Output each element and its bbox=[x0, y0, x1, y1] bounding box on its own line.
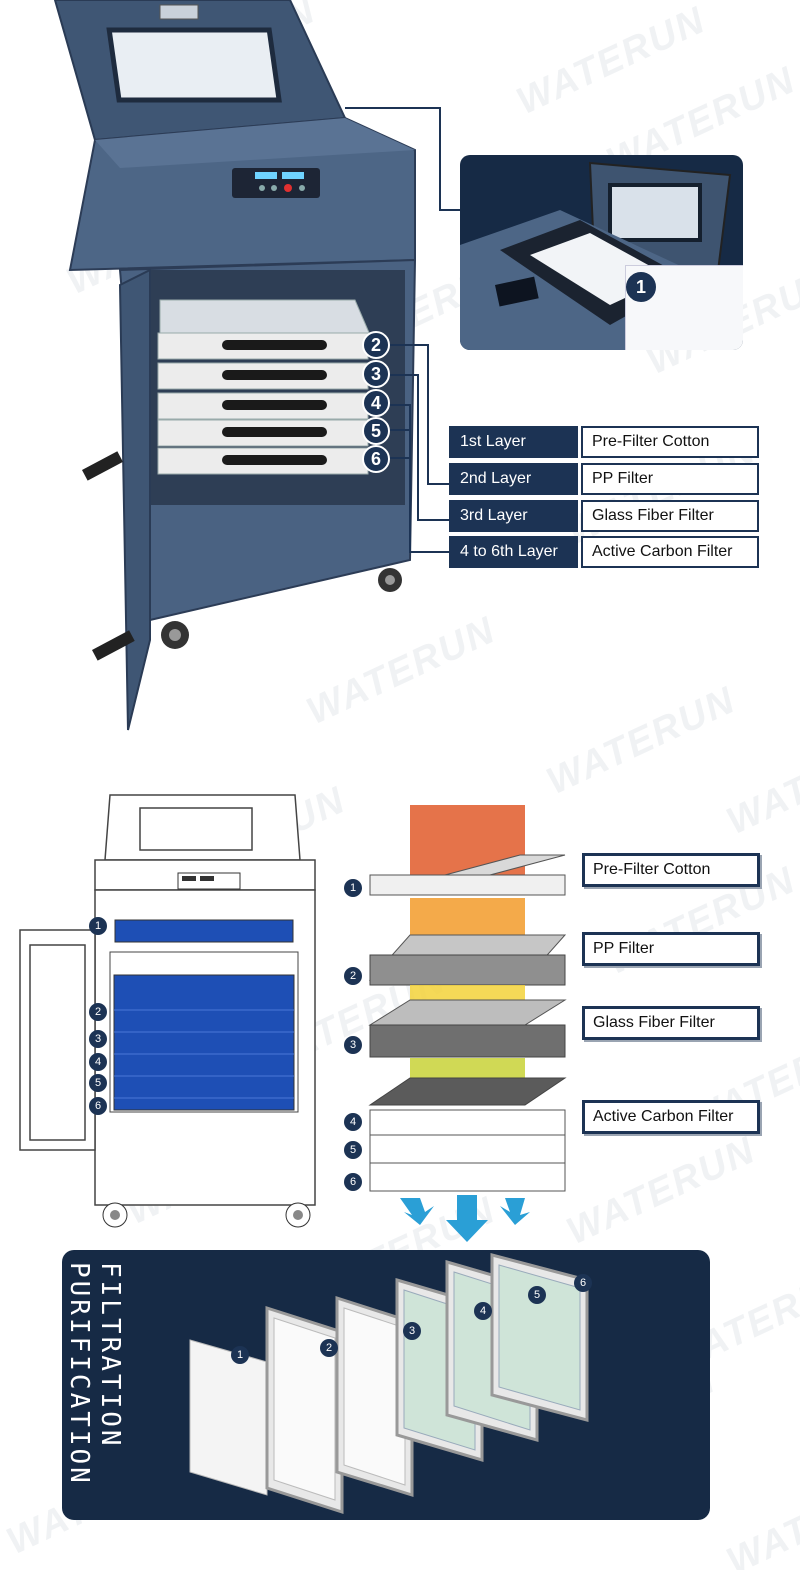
table-filter-cell: PP Filter bbox=[581, 463, 759, 495]
diagram-number-1: 1 bbox=[89, 917, 107, 935]
table-layer-cell: 4 to 6th Layer bbox=[449, 536, 578, 568]
table-filter-cell: Active Carbon Filter bbox=[581, 536, 759, 568]
drawer-handle bbox=[222, 455, 327, 465]
label-active-carbon-filter: Active Carbon Filter bbox=[582, 1100, 760, 1134]
label-glass-fiber-filter: Glass Fiber Filter bbox=[582, 1006, 760, 1040]
title-filtration: FILTRATION bbox=[95, 1262, 125, 1449]
callout-2: 2 bbox=[362, 331, 390, 359]
drawer-handle bbox=[222, 340, 327, 350]
stack-number-2: 2 bbox=[344, 967, 362, 985]
drawer-handle bbox=[222, 370, 327, 380]
label-pp-filter: PP Filter bbox=[582, 932, 760, 966]
diagram-number-2: 2 bbox=[89, 1003, 107, 1021]
diagram-number-6: 6 bbox=[89, 1097, 107, 1115]
panel-number-6: 6 bbox=[574, 1274, 592, 1292]
filtration-panel bbox=[62, 1250, 710, 1520]
stack-number-5: 5 bbox=[344, 1141, 362, 1159]
table-layer-cell: 1st Layer bbox=[449, 426, 578, 458]
label-pre-filter-cotton: Pre-Filter Cotton bbox=[582, 853, 760, 887]
drawer-handle bbox=[222, 427, 327, 437]
machine-illustration bbox=[53, 0, 460, 731]
panel-number-5: 5 bbox=[528, 1286, 546, 1304]
watermark-text: WATERUN bbox=[720, 1459, 800, 1570]
diagram-number-3: 3 bbox=[89, 1030, 107, 1048]
panel-number-2: 2 bbox=[320, 1339, 338, 1357]
diagram-number-4: 4 bbox=[89, 1053, 107, 1071]
drawer-handle bbox=[222, 400, 327, 410]
panel-number-4: 4 bbox=[474, 1302, 492, 1320]
stack-number-1: 1 bbox=[344, 879, 362, 897]
inset-photo bbox=[460, 155, 743, 350]
stack-number-4: 4 bbox=[344, 1113, 362, 1131]
stack-number-6: 6 bbox=[344, 1173, 362, 1191]
callout-3: 3 bbox=[362, 360, 390, 388]
title-purification: PURIFICATION bbox=[64, 1262, 94, 1486]
callout-4: 4 bbox=[362, 389, 390, 417]
panel-number-3: 3 bbox=[403, 1322, 421, 1340]
stack-number-3: 3 bbox=[344, 1036, 362, 1054]
filter-panels-illustration bbox=[189, 1253, 589, 1515]
table-layer-cell: 3rd Layer bbox=[449, 500, 578, 532]
callout-5: 5 bbox=[362, 417, 390, 445]
table-filter-cell: Pre-Filter Cotton bbox=[581, 426, 759, 458]
callout-6: 6 bbox=[362, 445, 390, 473]
table-layer-cell: 2nd Layer bbox=[449, 463, 578, 495]
table-filter-cell: Glass Fiber Filter bbox=[581, 500, 759, 532]
diagram-number-5: 5 bbox=[89, 1074, 107, 1092]
panel-number-1: 1 bbox=[231, 1346, 249, 1364]
inset-badge: 1 bbox=[626, 272, 656, 302]
